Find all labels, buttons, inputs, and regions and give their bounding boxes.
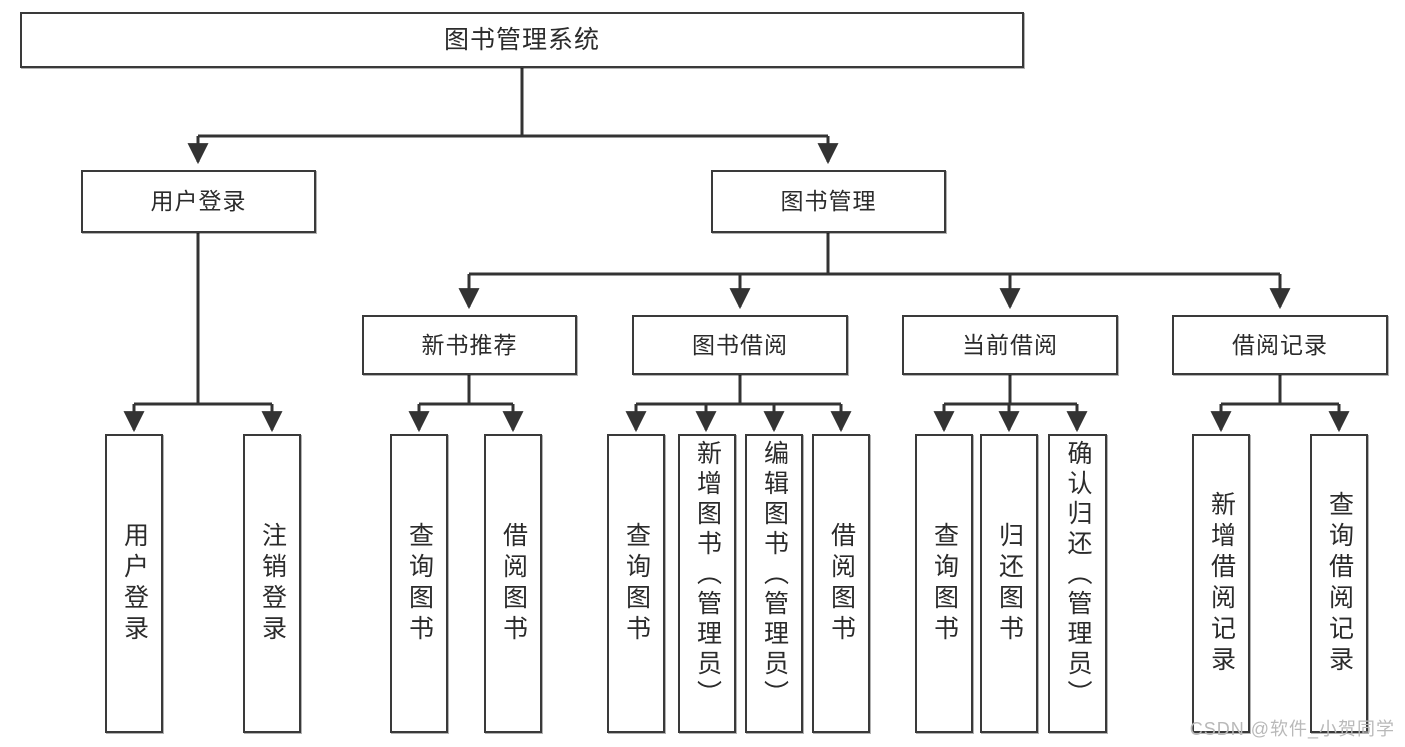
leaf-return-book-label: 归还图书 [995, 521, 1024, 646]
leaf-borrow-book[interactable]: 借阅图书 [812, 434, 870, 733]
leaf-query-book-borrow[interactable]: 查询图书 [607, 434, 665, 733]
leaf-query-book-current-label: 查询图书 [930, 521, 959, 646]
leaf-return-book[interactable]: 归还图书 [980, 434, 1038, 733]
leaf-confirm-return-admin-label: 确认归还（管理员） [1064, 440, 1092, 710]
node-book-borrow[interactable]: 图书借阅 [632, 315, 848, 375]
leaf-user-login[interactable]: 用户登录 [105, 434, 163, 733]
leaf-add-borrow-record[interactable]: 新增借阅记录 [1192, 434, 1250, 733]
leaf-add-book-admin-label: 新增图书（管理员） [693, 440, 722, 710]
leaf-query-book-current[interactable]: 查询图书 [915, 434, 973, 733]
node-book-borrow-label: 图书借阅 [692, 331, 788, 358]
node-current-borrow[interactable]: 当前借阅 [902, 315, 1118, 375]
leaf-edit-book-admin[interactable]: 编辑图书（管理员） [745, 434, 803, 733]
leaf-borrow-book-recommend-label: 借阅图书 [499, 521, 528, 646]
leaf-confirm-return-admin[interactable]: 确认归还（管理员） [1048, 434, 1107, 733]
node-current-borrow-label: 当前借阅 [962, 331, 1058, 358]
node-borrow-record[interactable]: 借阅记录 [1172, 315, 1388, 375]
leaf-query-book-recommend-label: 查询图书 [405, 521, 434, 646]
node-root-label: 图书管理系统 [443, 25, 600, 54]
leaf-edit-book-admin-label: 编辑图书（管理员） [760, 440, 789, 710]
leaf-borrow-book-label: 借阅图书 [827, 521, 856, 646]
node-user-login[interactable]: 用户登录 [81, 170, 316, 233]
leaf-add-borrow-record-label: 新增借阅记录 [1207, 490, 1236, 677]
leaf-query-borrow-record-label: 查询借阅记录 [1325, 490, 1354, 677]
leaf-user-login-label: 用户登录 [120, 521, 149, 646]
node-borrow-record-label: 借阅记录 [1232, 331, 1328, 358]
node-new-book-recommend[interactable]: 新书推荐 [362, 315, 577, 375]
leaf-user-logout[interactable]: 注销登录 [243, 434, 301, 733]
leaf-query-book-recommend[interactable]: 查询图书 [390, 434, 448, 733]
node-user-login-label: 用户登录 [150, 188, 247, 215]
node-book-management[interactable]: 图书管理 [711, 170, 946, 233]
node-new-book-recommend-label: 新书推荐 [421, 331, 518, 358]
node-root[interactable]: 图书管理系统 [20, 12, 1024, 68]
leaf-query-book-borrow-label: 查询图书 [622, 521, 651, 646]
leaf-add-book-admin[interactable]: 新增图书（管理员） [678, 434, 736, 733]
node-book-management-label: 图书管理 [780, 188, 877, 215]
leaf-query-borrow-record[interactable]: 查询借阅记录 [1310, 434, 1368, 733]
leaf-borrow-book-recommend[interactable]: 借阅图书 [484, 434, 542, 733]
leaf-user-logout-label: 注销登录 [258, 521, 287, 646]
